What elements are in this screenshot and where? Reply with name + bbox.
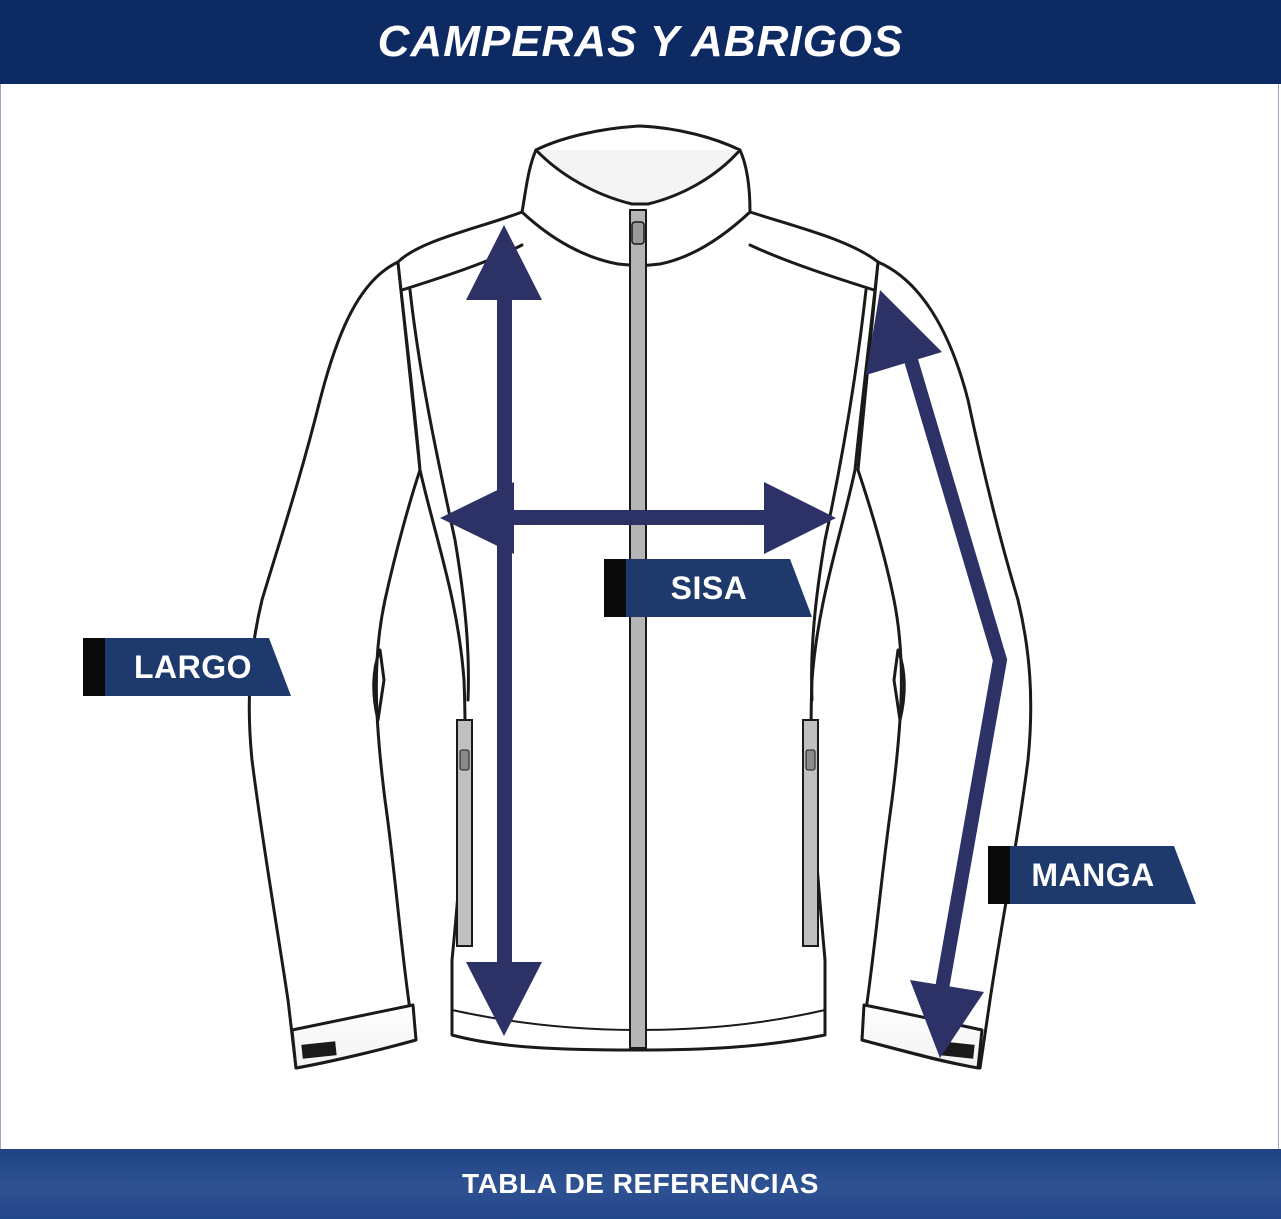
sisa-label: SISA — [670, 569, 748, 606]
title-bar: CAMPERAS Y ABRIGOS — [0, 0, 1281, 84]
largo-label: LARGO — [133, 648, 253, 685]
left-pocket-zipper — [456, 719, 473, 947]
sisa-arrow-icon — [440, 482, 836, 554]
right-sleeve — [856, 260, 1033, 1070]
right-yoke-seam — [748, 243, 876, 292]
left-cuff-tab — [301, 1041, 337, 1059]
left-sleeve — [247, 260, 422, 1070]
footer-bar: TABLA DE REFERENCIAS — [0, 1149, 1281, 1219]
manga-tag: MANGA — [988, 846, 1200, 904]
right-side-seam — [810, 288, 868, 702]
right-elbow-crease — [892, 648, 906, 722]
sisa-tag-shape — [604, 559, 812, 617]
footer-title: TABLA DE REFERENCIAS — [462, 1168, 819, 1199]
left-elbow-crease — [372, 648, 386, 722]
collar-inner — [534, 148, 742, 206]
largo-tag: LARGO — [83, 638, 293, 696]
left-side-seam — [408, 288, 470, 702]
page-title: CAMPERAS Y ABRIGOS — [377, 17, 904, 66]
largo-arrow-icon — [466, 225, 542, 1036]
manga-label: MANGA — [1031, 856, 1155, 893]
center-zipper — [629, 209, 647, 1049]
manga-tag-shape — [988, 846, 1196, 904]
left-pocket-pull — [459, 749, 470, 771]
right-pocket-zipper — [802, 719, 819, 947]
zipper-pull — [631, 221, 645, 245]
largo-tag-shape — [83, 638, 291, 696]
right-pocket-pull — [805, 749, 816, 771]
sisa-tag: SISA — [604, 559, 814, 617]
manga-arrow-icon — [866, 290, 1008, 1058]
